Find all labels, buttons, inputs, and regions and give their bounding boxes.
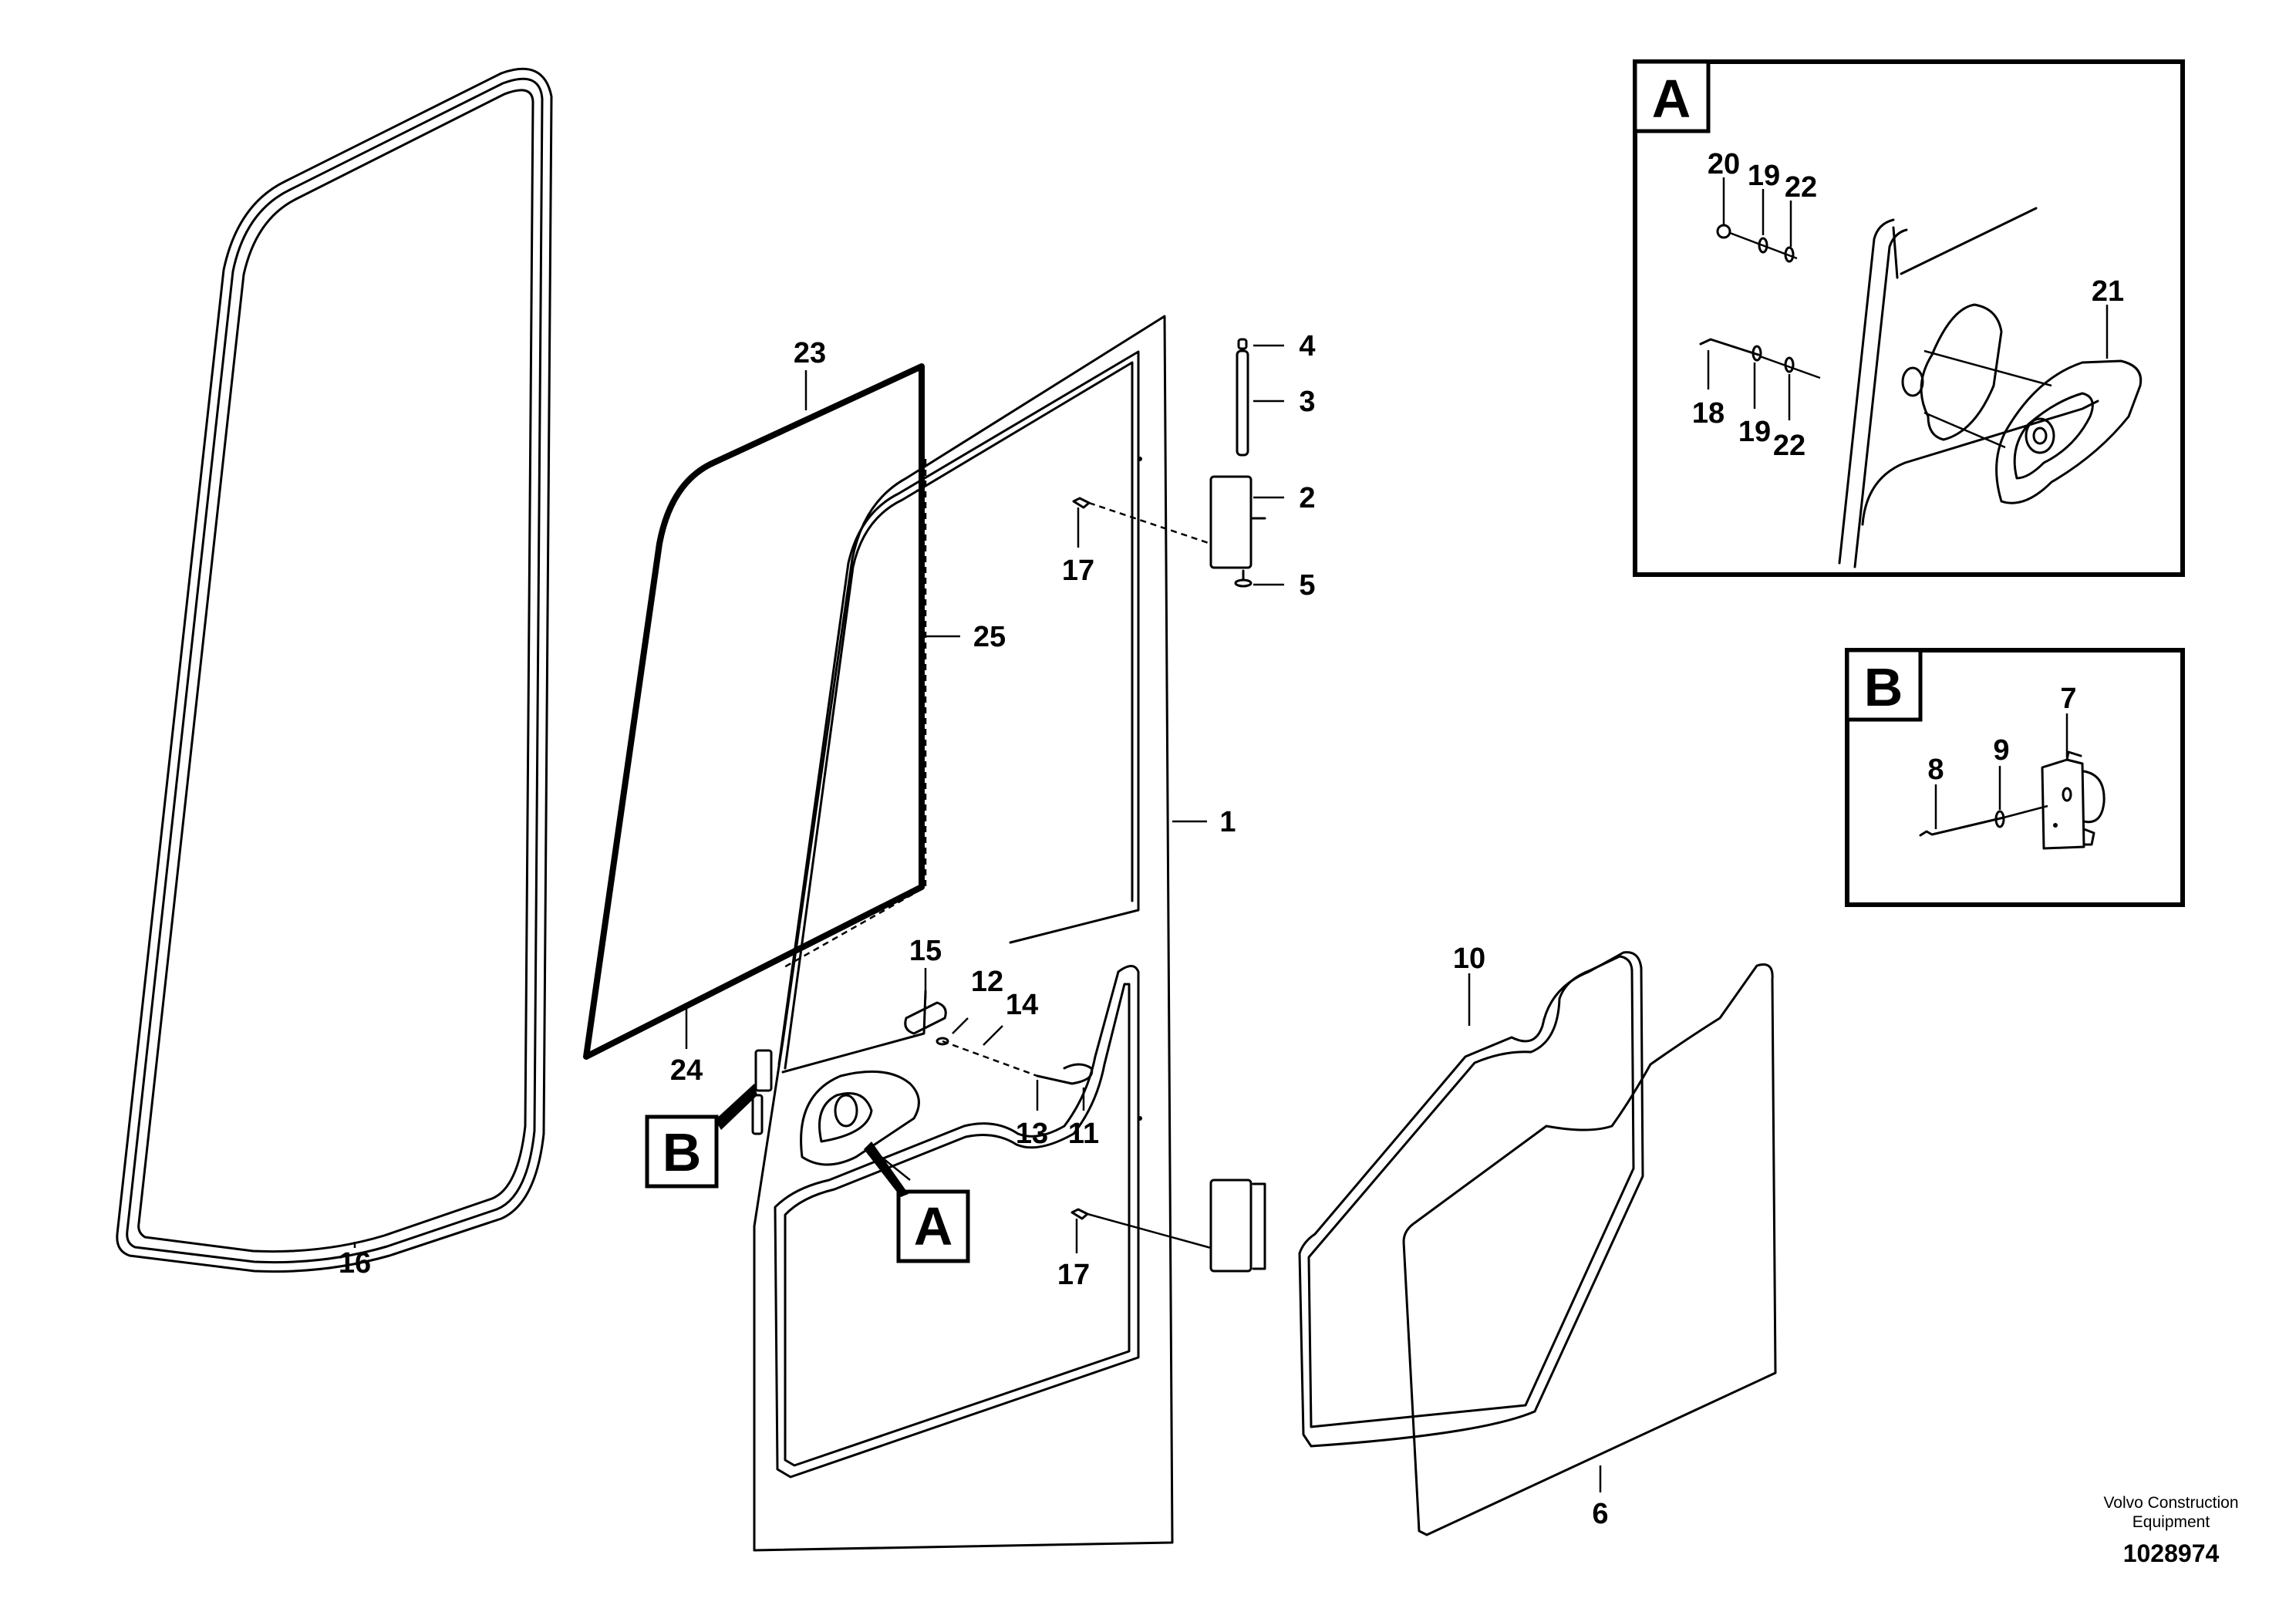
- label-19-top: 19: [1748, 160, 1780, 192]
- label-15: 15: [909, 935, 942, 967]
- label-22-bottom: 22: [1773, 430, 1805, 462]
- label-3: 3: [1299, 386, 1315, 418]
- label-2: 2: [1299, 482, 1315, 514]
- label-16: 16: [339, 1247, 371, 1280]
- label-24: 24: [670, 1054, 703, 1087]
- ref-a-text: A: [914, 1196, 953, 1256]
- document-number: 1028974: [2123, 1539, 2220, 1567]
- detail-a-letter: A: [1652, 69, 1691, 129]
- detail-b-letter: B: [1864, 657, 1903, 717]
- ref-box-a: A: [864, 1141, 970, 1263]
- credit-line-1: Volvo Construction: [2103, 1494, 2238, 1512]
- label-22-top: 22: [1785, 171, 1817, 204]
- label-4: 4: [1299, 330, 1315, 363]
- ref-b-text: B: [663, 1122, 702, 1182]
- detail-b-panel: B 7 8 9: [1845, 648, 2185, 907]
- hinge-top-2: [1072, 338, 1284, 588]
- seal-strip-25: [782, 459, 960, 969]
- glass-pane-23: [583, 363, 925, 1060]
- lock-parts: [904, 968, 1094, 1111]
- label-20: 20: [1708, 148, 1740, 180]
- label-6: 6: [1592, 1498, 1608, 1530]
- label-10: 10: [1453, 943, 1485, 975]
- label-1: 1: [1219, 806, 1236, 838]
- label-14: 14: [1006, 989, 1038, 1021]
- ref-box-b: B: [645, 1084, 757, 1189]
- door-frame-1: [753, 315, 1207, 1552]
- detail-a-panel: A 20 19 22 21: [1633, 59, 2185, 577]
- hinge-bottom: [1070, 1179, 1266, 1273]
- label-8: 8: [1927, 754, 1944, 786]
- label-13: 13: [1016, 1118, 1048, 1150]
- label-7: 7: [2060, 683, 2076, 715]
- credit-line-2: Equipment: [2132, 1513, 2210, 1531]
- label-11: 11: [1068, 1118, 1099, 1150]
- label-12: 12: [971, 966, 1003, 998]
- label-19-bottom: 19: [1738, 416, 1771, 448]
- label-21: 21: [2092, 275, 2124, 308]
- label-25: 25: [973, 621, 1006, 653]
- label-17-top: 17: [1062, 555, 1094, 587]
- label-17-bottom: 17: [1057, 1259, 1090, 1291]
- door-seal-16: [116, 67, 553, 1273]
- inner-panel-6: [1402, 963, 1777, 1536]
- label-18: 18: [1692, 397, 1725, 430]
- label-23: 23: [794, 337, 826, 369]
- label-5: 5: [1299, 569, 1315, 602]
- panel-seal-10: [1298, 951, 1644, 1448]
- label-9: 9: [1993, 734, 2009, 767]
